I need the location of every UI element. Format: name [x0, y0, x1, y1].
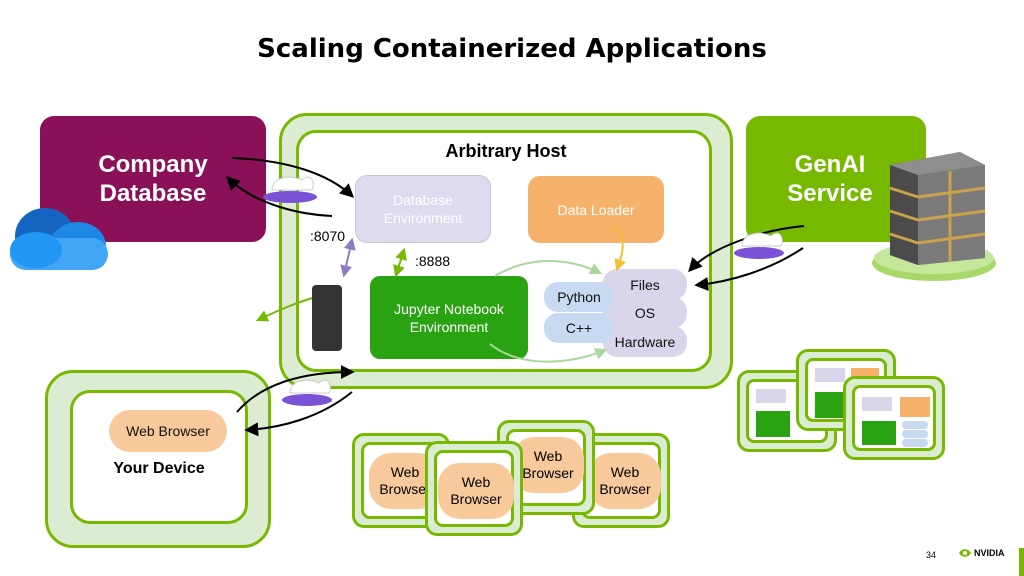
- your-device-label: Your Device: [113, 460, 205, 477]
- files-label: Files: [630, 276, 660, 293]
- jupyter-environment-label: Jupyter Notebook Environment: [394, 300, 504, 335]
- arbitrary-host-label: Arbitrary Host: [445, 141, 567, 161]
- os-label: OS: [634, 304, 656, 321]
- nvidia-eye-icon: [959, 549, 971, 557]
- files-layer: Files: [603, 269, 687, 300]
- browser-tile-4-label: Web Browser: [599, 464, 651, 497]
- genai-service-label: GenAI Service: [787, 151, 873, 207]
- nvidia-logo-text: NVIDIA: [974, 548, 1005, 558]
- browser-tile-2-label: Web Browser: [450, 474, 502, 507]
- company-database-label: Company Database: [98, 151, 208, 207]
- server-device-icon: [312, 285, 342, 351]
- browser-tile-1-label: Web Browser: [379, 464, 431, 497]
- os-layer: OS: [603, 297, 687, 328]
- database-environment-label: Database Environment: [383, 192, 463, 226]
- data-loader-label: Data Loader: [557, 201, 635, 218]
- port-8070-label: :8070: [310, 228, 346, 244]
- mini-window-3: [843, 376, 945, 460]
- web-browser-label: Web Browser: [126, 423, 210, 439]
- python-label: Python: [557, 289, 601, 305]
- genai-service-box: GenAI Service: [746, 116, 926, 242]
- cpp-layer: C++: [544, 313, 614, 343]
- nvidia-logo: NVIDIA: [958, 548, 1005, 558]
- hardware-label: Hardware: [614, 333, 676, 350]
- accent-bar: [1019, 548, 1024, 576]
- browser-tile-3-label: Web Browser: [522, 448, 574, 481]
- page-number: 34: [926, 550, 937, 560]
- jupyter-environment-box: Jupyter Notebook Environment: [370, 276, 528, 359]
- browser-tile-3: Web Browser: [497, 420, 595, 515]
- database-environment-box: Database Environment: [355, 175, 491, 243]
- browser-tile-2: Web Browser: [425, 441, 523, 536]
- port-8888-label: :8888: [415, 253, 451, 269]
- cpp-label: C++: [565, 320, 593, 336]
- data-loader-box: Data Loader: [528, 176, 664, 243]
- python-layer: Python: [544, 282, 614, 312]
- hardware-layer: Hardware: [603, 326, 687, 357]
- company-database-box: Company Database: [40, 116, 266, 242]
- web-browser-pill: Web Browser: [109, 410, 227, 452]
- slide-title: Scaling Containerized Applications: [257, 34, 767, 64]
